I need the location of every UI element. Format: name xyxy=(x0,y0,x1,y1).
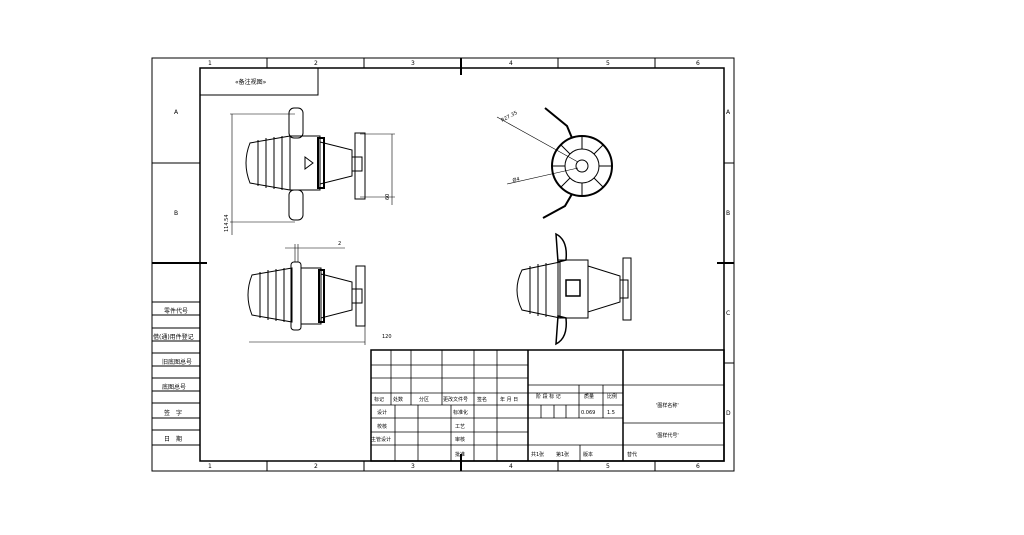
drawing-text: 旧底图总号 xyxy=(162,358,192,366)
zone-dividers xyxy=(152,58,734,471)
drawing-text: 版本 xyxy=(583,451,593,458)
drawing-text: 5 xyxy=(606,60,610,67)
drawing-text: 阶 段 标 记 xyxy=(536,393,561,400)
drawing-text: 3 xyxy=(411,60,415,67)
drawing-text: 质量 xyxy=(584,393,594,400)
drawing-text: 2 xyxy=(314,463,318,470)
dim-height: 114.54 xyxy=(224,215,230,233)
drawing-text: 校核 xyxy=(377,423,387,430)
drawing-text: 4 xyxy=(509,463,513,470)
drawing-text: 日 期 xyxy=(164,435,182,443)
view-label-box xyxy=(199,67,319,96)
front-view-dimensions xyxy=(230,113,395,235)
drawing-text: 第1张 xyxy=(556,451,569,458)
drawing-text: C xyxy=(726,310,730,317)
front-view xyxy=(245,107,366,221)
drawing-text: 工艺 xyxy=(455,424,465,430)
drawing-text: 更改文件号 xyxy=(443,396,468,403)
drawing-text: 签 字 xyxy=(164,409,182,417)
drawing-text: A xyxy=(174,109,179,116)
dim-length: 120 xyxy=(382,334,392,340)
dim-radius: R27.35 xyxy=(500,110,519,124)
drawing-text: 1 xyxy=(208,60,212,67)
drawing-text: 处数 xyxy=(393,396,403,403)
view-label: «备注视图» xyxy=(235,78,267,86)
dim-diameter: Ø4 xyxy=(512,175,521,184)
drawing-text: 4 xyxy=(509,60,513,67)
drawing-text: 5 xyxy=(606,463,610,470)
drawing-text: B xyxy=(726,210,730,217)
drawing-text: 6 xyxy=(696,60,700,67)
drawing-code: '图样代号' xyxy=(656,432,679,439)
drawing-text: 替代 xyxy=(627,451,637,458)
drawing-text: 标记 xyxy=(374,396,384,403)
side-view-dimensions xyxy=(249,244,366,345)
side-view xyxy=(247,261,366,331)
drawing-text: A xyxy=(726,109,731,116)
drawing-text: 1 xyxy=(208,463,212,470)
drawing-text: D xyxy=(726,410,731,417)
drawing-text: 借(通)用件登记 xyxy=(153,333,194,341)
drawing-text: B xyxy=(174,210,178,217)
end-view xyxy=(496,107,613,219)
dim-flange: 60 xyxy=(385,194,391,200)
drawing-text: 审核 xyxy=(455,436,465,443)
drawing-text: 标准化 xyxy=(453,409,468,416)
title-block: 标记 处数 分区 更改文件号 签名 年 月 日 设计 校核 主管设计 标准化 工… xyxy=(370,349,725,462)
drawing-text: 2 xyxy=(314,60,318,67)
weight-value: 0.069 xyxy=(581,410,595,416)
drawing-text: 签名 xyxy=(477,396,487,403)
drawing-text: 3 xyxy=(411,463,415,470)
drawing-name: '图样名称' xyxy=(656,402,679,409)
drawing-text: 底图总号 xyxy=(162,383,186,391)
drawing-text: 批准 xyxy=(455,451,465,458)
drawing-text: 零件代号 xyxy=(164,307,188,315)
zone-labels: 1 2 3 4 5 6 1 2 3 4 5 6 A B C D A B xyxy=(174,60,731,470)
top-view xyxy=(516,232,632,346)
scale-value: 1.5 xyxy=(607,410,615,416)
drawing-text: 设计 xyxy=(377,409,387,416)
drawing-text: 主管设计 xyxy=(371,436,391,443)
drawing-text: 比例 xyxy=(607,393,617,400)
outer-frame xyxy=(151,57,735,472)
drawing-text: 6 xyxy=(696,463,700,470)
drawing-text: 分区 xyxy=(419,396,429,403)
dim-gap: 2 xyxy=(338,241,341,247)
side-panel: 零件代号 借(通)用件登记 旧底图总号 底图总号 签 字 日 期 xyxy=(152,301,200,446)
drawing-text: 共1张 xyxy=(531,451,544,458)
drawing-text: 年 月 日 xyxy=(500,396,518,403)
